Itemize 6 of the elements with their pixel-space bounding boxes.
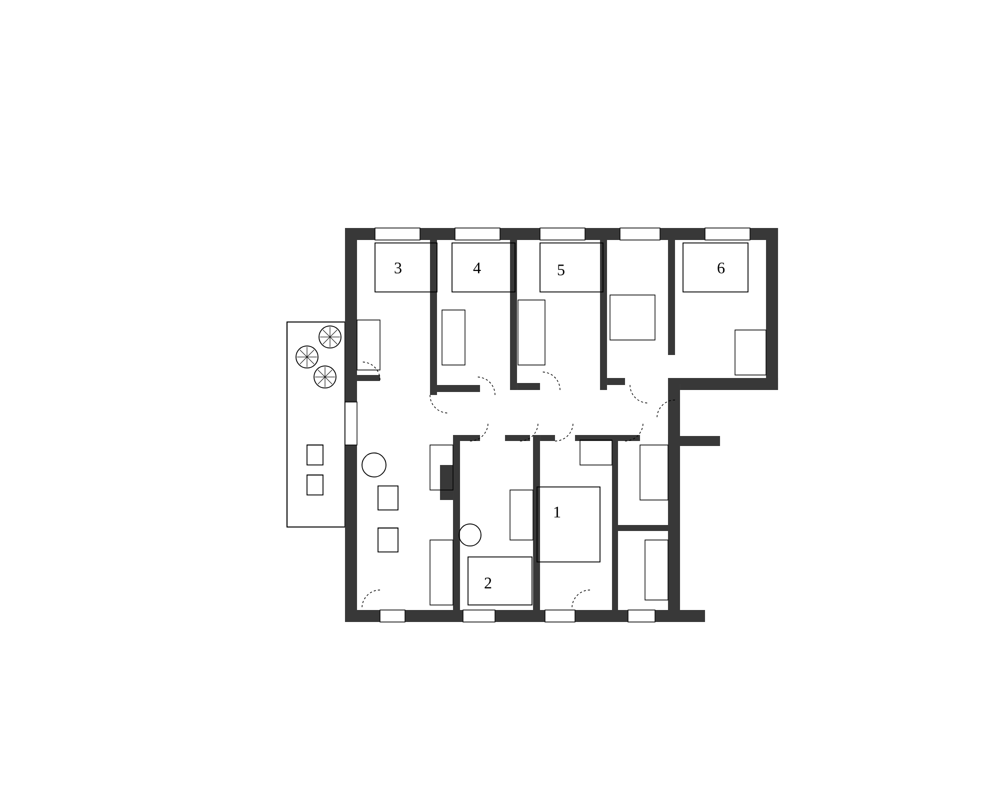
room-number: 1 [554,506,560,518]
room-number: 3 [394,262,402,274]
room-number: 2 [484,578,492,588]
room-number: 6 [718,262,725,274]
room-number: 5 [558,264,564,276]
room-number: 4 [473,262,481,274]
